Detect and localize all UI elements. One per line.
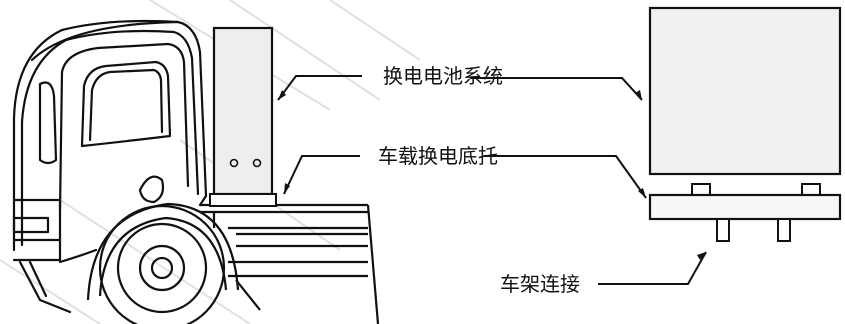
truck-frame (200, 203, 380, 324)
arrow-head (284, 183, 290, 194)
battery-system-block (648, 6, 842, 176)
frame-connection-pin (777, 218, 791, 242)
truck-cab (12, 19, 208, 314)
arrow-heads (278, 90, 706, 260)
truck-wheel (86, 202, 240, 324)
arrow-head (635, 90, 642, 100)
label-frame-connection: 车架连接 (500, 272, 580, 296)
arrow-head (278, 90, 286, 100)
label-vehicle-tray: 车载换电底托 (378, 144, 498, 168)
locating-block (691, 183, 711, 196)
label-battery-system: 换电电池系统 (383, 64, 503, 88)
truck-battery-pack (212, 26, 274, 196)
frame-connection-pin (716, 218, 730, 242)
truck-tray (209, 193, 277, 207)
locating-block (801, 183, 821, 196)
arrow-head (638, 188, 646, 198)
leader-lines (277, 75, 707, 285)
vehicle-tray-block (648, 193, 842, 221)
arrow-head (697, 252, 706, 260)
